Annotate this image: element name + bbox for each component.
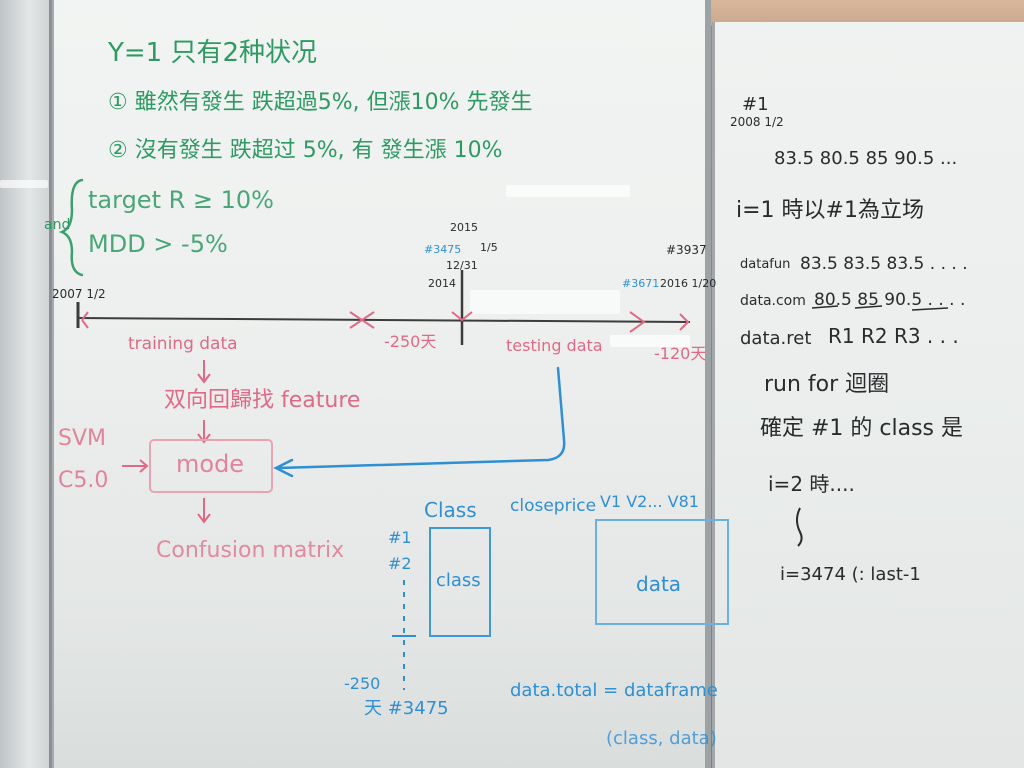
flow-arrow-down-icon	[197, 360, 211, 384]
underline	[811, 305, 839, 309]
flow-arrow-right-icon	[122, 459, 149, 473]
row-2-label: #2	[388, 554, 412, 573]
c50-label: C5.0	[58, 468, 109, 493]
black-brace	[796, 507, 803, 547]
and-label: and	[44, 217, 71, 233]
minus-250-row-label: -250	[344, 674, 381, 693]
right-date: 2008 1/2	[730, 115, 784, 129]
right-prices: 83.5 80.5 85 90.5 ...	[774, 148, 958, 169]
green-brace	[58, 178, 84, 277]
mdd-condition: MDD > -5%	[88, 230, 228, 258]
right-line-i1: i=1 時以#1為立场	[736, 198, 924, 223]
end-train-date-label: 12/31	[446, 259, 478, 272]
stepwise-feature-label: 双向回歸找 feature	[164, 388, 361, 413]
end-train-year-label: 2014	[428, 277, 456, 290]
timeline-axis	[77, 317, 691, 323]
start-date-label: 2007 1/2	[52, 287, 106, 301]
model-label: mode	[176, 450, 245, 478]
ceiling-light-reflection	[610, 335, 690, 347]
class-box-label: class	[436, 570, 481, 591]
last-iteration-line: i=3474 (: last-1	[780, 564, 921, 585]
run-loop-line: run for 迴圈	[764, 372, 890, 397]
minus-120-label: -120天	[654, 344, 707, 363]
datacom-values: 80.5 85 90.5 . . . .	[814, 290, 966, 310]
row-1-label: #1	[388, 528, 412, 547]
condition-2: ② 沒有發生 跌超过 5%, 有 發生漲 10%	[108, 138, 503, 163]
testing-to-model-arrow	[273, 366, 566, 478]
condition-title: Y=1 只有2种状况	[108, 38, 318, 68]
split-index-label: #3475	[424, 243, 462, 256]
datacom-label: data.com	[740, 293, 806, 309]
i2-line: i=2 時....	[768, 472, 855, 496]
row-end-label: 天 #3475	[364, 698, 449, 719]
test-end-index-label: #3671	[622, 277, 660, 290]
underline	[854, 305, 883, 309]
red-arrow-right	[629, 311, 690, 333]
end-date-label: 2016 1/20	[660, 277, 717, 290]
end-index-label: #3937	[666, 243, 707, 257]
datafun-label: datafun	[740, 257, 791, 272]
data-box	[595, 519, 729, 625]
training-data-label: training data	[128, 334, 238, 354]
condition-1: ① 雖然有發生 跌超過5%, 但漲10% 先發生	[108, 90, 533, 115]
variables-header: V1 V2... V81	[600, 492, 699, 511]
data-total-label: data.total = dataframe	[510, 680, 718, 701]
left-board-edge	[0, 0, 52, 768]
closeprice-header: closeprice	[510, 496, 597, 516]
right-whiteboard	[712, 22, 1024, 768]
dataret-values: R1 R2 R3 . . .	[828, 324, 959, 348]
model-box	[149, 439, 273, 493]
main-whiteboard	[52, 0, 711, 768]
datafun-values: 83.5 83.5 83.5 . . . .	[800, 254, 968, 274]
testing-data-label: testing data	[506, 336, 603, 355]
target-return-condition: target R ≥ 10%	[88, 186, 274, 214]
data-total-args-label: (class, data)	[606, 728, 717, 749]
dataret-label: data.ret	[740, 328, 812, 349]
minus-250-label: -250天	[384, 332, 437, 351]
red-arrow-left	[81, 311, 89, 329]
flow-arrow-down-icon	[197, 498, 211, 524]
split-monthday-label: 1/5	[480, 241, 498, 254]
svm-label: SVM	[58, 426, 106, 451]
underline	[911, 307, 949, 311]
flow-arrow-down-icon	[197, 420, 211, 444]
ceiling-light-reflection	[0, 180, 48, 188]
confusion-matrix-label: Confusion matrix	[156, 538, 345, 563]
class-box	[429, 527, 491, 637]
right-header: #1	[742, 94, 769, 115]
split-year-label: 2015	[450, 221, 478, 234]
red-split-marker	[451, 311, 473, 322]
decide-class-line: 確定 #1 的 class 是	[760, 416, 964, 441]
red-split-marker	[349, 311, 375, 329]
class-header: Class	[424, 498, 477, 522]
ceiling-light-reflection	[470, 290, 620, 314]
data-box-label: data	[636, 572, 682, 596]
ceiling-light-reflection	[506, 185, 630, 197]
